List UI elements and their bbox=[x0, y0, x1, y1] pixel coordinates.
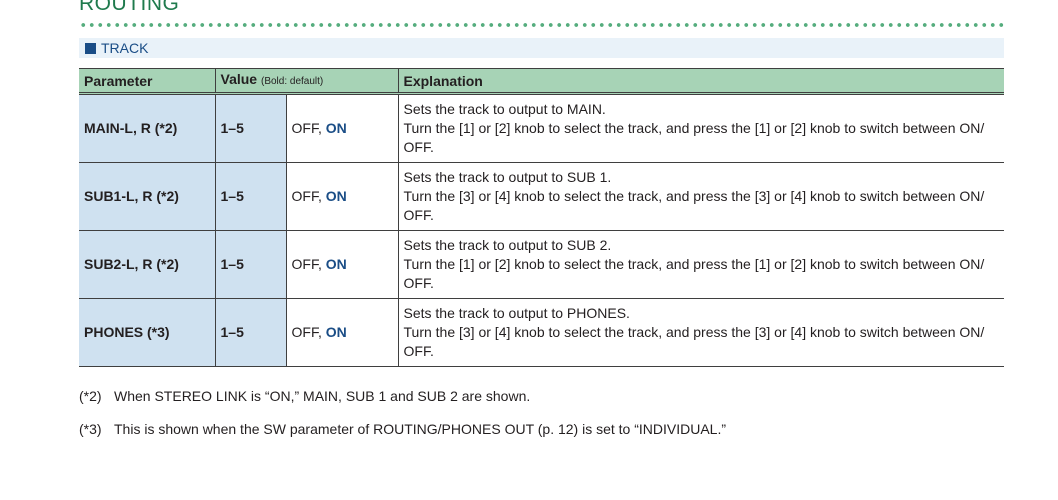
explanation-line: Sets the track to output to SUB 2. bbox=[403, 237, 612, 253]
value-off: OFF, bbox=[291, 120, 322, 136]
table-row: SUB1-L, R (*2) 1–5 OFF, ON Sets the trac… bbox=[79, 162, 1004, 231]
explanation-line: Turn the [1] or [2] knob to select the t… bbox=[403, 120, 985, 155]
param-explanation: Sets the track to output to SUB 2. Turn … bbox=[397, 230, 1004, 299]
square-bullet-icon bbox=[85, 42, 96, 54]
param-name: SUB1-L, R (*2) bbox=[79, 162, 215, 231]
parameter-table: Parameter Value (Bold: default) Explanat… bbox=[79, 68, 1004, 367]
param-explanation: Sets the track to output to SUB 1. Turn … bbox=[397, 162, 1004, 231]
value-on-default: ON bbox=[325, 120, 347, 136]
footnote-mark: (*2) bbox=[79, 388, 102, 404]
param-values: OFF, ON bbox=[285, 93, 398, 163]
header-value-label: Value bbox=[220, 71, 258, 87]
header-value-note: (Bold: default) bbox=[260, 76, 324, 87]
param-name: MAIN-L, R (*2) bbox=[79, 93, 215, 163]
table-row: MAIN-L, R (*2) 1–5 OFF, ON Sets the trac… bbox=[79, 93, 1004, 163]
table-row: SUB2-L, R (*2) 1–5 OFF, ON Sets the trac… bbox=[79, 230, 1004, 299]
page-title: ROUTING bbox=[79, 0, 180, 15]
section-heading: TRACK bbox=[79, 38, 1004, 58]
footnote-mark: (*3) bbox=[79, 421, 102, 437]
footnote-text: This is shown when the SW parameter of R… bbox=[114, 421, 727, 437]
explanation-line: Sets the track to output to PHONES. bbox=[403, 305, 630, 321]
explanation-line: Turn the [3] or [4] knob to select the t… bbox=[403, 188, 985, 223]
param-range: 1–5 bbox=[214, 162, 286, 231]
param-values: OFF, ON bbox=[285, 298, 398, 367]
value-off: OFF, bbox=[291, 188, 322, 204]
value-off: OFF, bbox=[291, 324, 322, 340]
footnote: (*2) When STEREO LINK is “ON,” MAIN, SUB … bbox=[79, 387, 530, 405]
header-explanation: Explanation bbox=[397, 68, 1004, 95]
param-name: SUB2-L, R (*2) bbox=[79, 230, 215, 299]
param-name: PHONES (*3) bbox=[79, 298, 215, 367]
explanation-line: Turn the [3] or [4] knob to select the t… bbox=[403, 324, 985, 359]
param-explanation: Sets the track to output to MAIN. Turn t… bbox=[397, 93, 1004, 163]
footnote: (*3) This is shown when the SW parameter … bbox=[79, 420, 726, 438]
param-range: 1–5 bbox=[214, 230, 286, 299]
table-row: PHONES (*3) 1–5 OFF, ON Sets the track t… bbox=[79, 298, 1004, 367]
explanation-line: Sets the track to output to SUB 1. bbox=[403, 169, 612, 185]
param-range: 1–5 bbox=[214, 298, 286, 367]
explanation-line: Turn the [1] or [2] knob to select the t… bbox=[403, 256, 985, 291]
value-on-default: ON bbox=[325, 256, 347, 272]
explanation-line: Sets the track to output to MAIN. bbox=[403, 101, 606, 117]
footnote-text: When STEREO LINK is “ON,” MAIN, SUB 1 an… bbox=[114, 388, 531, 404]
param-values: OFF, ON bbox=[285, 230, 398, 299]
value-on-default: ON bbox=[325, 324, 347, 340]
param-values: OFF, ON bbox=[285, 162, 398, 231]
dotted-divider bbox=[79, 22, 1004, 28]
value-on-default: ON bbox=[325, 188, 347, 204]
value-off: OFF, bbox=[291, 256, 322, 272]
header-parameter: Parameter bbox=[79, 68, 215, 95]
section-label: TRACK bbox=[101, 40, 149, 56]
param-explanation: Sets the track to output to PHONES. Turn… bbox=[397, 298, 1004, 367]
table-header-row: Parameter Value (Bold: default) Explanat… bbox=[79, 68, 1004, 95]
header-value: Value (Bold: default) bbox=[214, 68, 398, 95]
param-range: 1–5 bbox=[214, 93, 286, 163]
